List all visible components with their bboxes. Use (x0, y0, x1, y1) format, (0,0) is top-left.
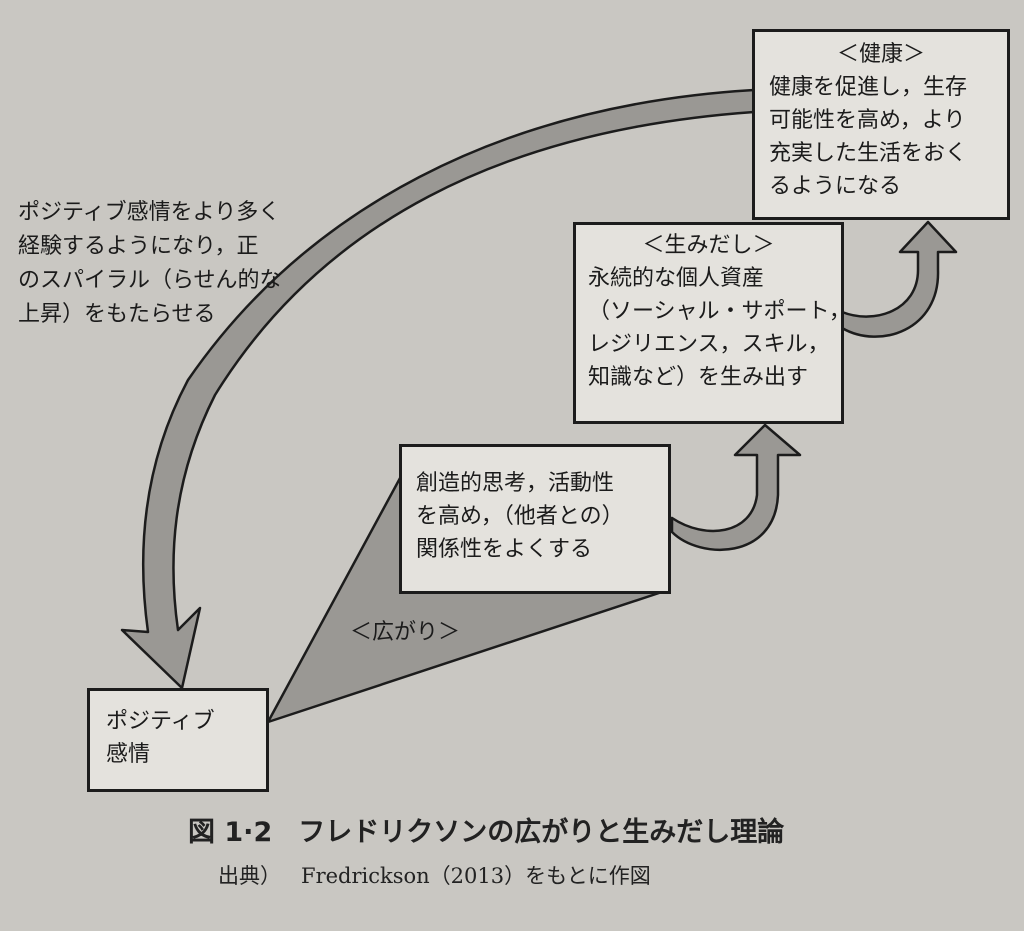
build-box: ＜生みだし＞ 永続的な個人資産 （ソーシャル・サポート， レジリエンス，スキル，… (573, 222, 851, 424)
build-line: 知識など）を生み出す (588, 365, 809, 390)
broaden-line: 関係性をよくする (416, 537, 593, 562)
health-box: ＜健康＞ 健康を促進し，生存 可能性を高め，より 充実した生活をおく るようにな… (752, 29, 1010, 220)
spiral-note-line: 経験するようになり，正 (18, 234, 259, 259)
broaden-label: ＜広がり＞ (350, 620, 461, 645)
build-heading: ＜生みだし＞ (642, 233, 775, 258)
spiral-arrow-health-to-positive (120, 88, 756, 690)
broaden-line: を高め，（他者との） (416, 504, 624, 529)
build-line: （ソーシャル・サポート， (588, 299, 851, 324)
spiral-note: ポジティブ感情をより多く 経験するようになり，正 のスパイラル（らせん的な 上昇… (18, 196, 282, 332)
positive-emotion-line: 感情 (106, 742, 151, 767)
spiral-note-line: のスパイラル（らせん的な (18, 268, 282, 293)
positive-emotion-line: ポジティブ (106, 709, 215, 734)
figure-source: 出典） Fredrickson（2013）をもとに作図 (218, 860, 651, 890)
health-line: るようになる (769, 174, 902, 199)
source-text: Fredrickson（2013）をもとに作図 (301, 864, 651, 888)
health-line: 健康を促進し，生存 (769, 75, 968, 100)
positive-emotion-box: ポジティブ 感情 (87, 688, 269, 792)
spiral-note-line: ポジティブ感情をより多く (18, 200, 281, 225)
build-line: 永続的な個人資産 (588, 266, 765, 291)
source-label: 出典） (218, 864, 281, 888)
spiral-note-line: 上昇）をもたらせる (18, 302, 216, 327)
build-line: レジリエンス，スキル， (588, 332, 830, 357)
figure-number: 図 1·2 (188, 817, 273, 848)
broaden-box: 創造的思考，活動性 を高め，（他者との） 関係性をよくする (399, 444, 671, 594)
figure-caption: 図 1·2 フレドリクソンの広がりと生みだし理論 (188, 810, 784, 849)
health-line: 充実した生活をおく (769, 141, 968, 166)
arrow-broaden-to-build (670, 423, 802, 551)
health-heading: ＜健康＞ (836, 42, 925, 67)
broaden-line: 創造的思考，活動性 (416, 471, 615, 496)
health-line: 可能性を高め，より (769, 108, 966, 133)
arrow-build-to-health (840, 220, 958, 338)
figure-title: フレドリクソンの広がりと生みだし理論 (298, 817, 785, 848)
